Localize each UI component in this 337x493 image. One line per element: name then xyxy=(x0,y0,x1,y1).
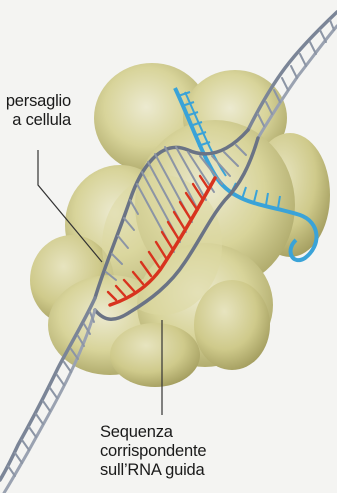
guide-label-line-3: sull’RNA guida xyxy=(100,461,206,480)
guide-sequence-label: Sequenza corrispondente sull’RNA guida xyxy=(100,423,206,480)
target-label-line-2: a cellula xyxy=(6,111,71,130)
target-label-line-1: persaglio xyxy=(6,92,71,111)
guide-label-line-2: corrispondente xyxy=(100,442,206,461)
guide-label-line-1: Sequenza xyxy=(100,423,206,442)
target-sequence-label: persaglio a cellula xyxy=(6,92,71,130)
